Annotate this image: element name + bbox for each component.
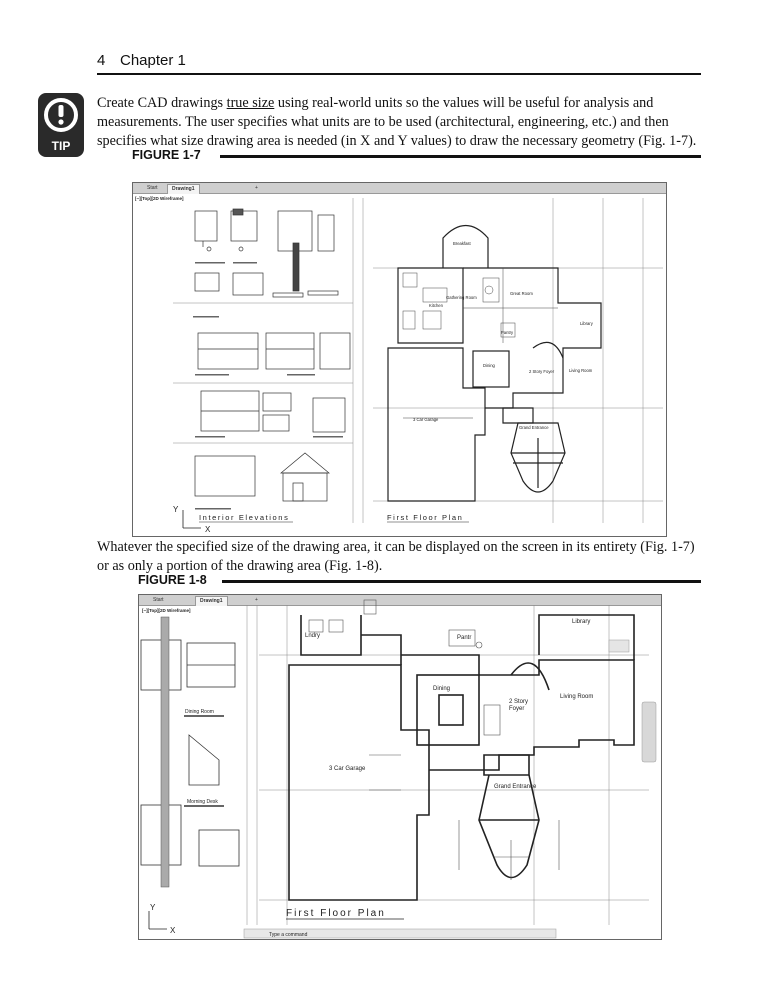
tip-paragraph: Create CAD drawings true size using real… bbox=[97, 95, 697, 149]
tip-icon: TIP bbox=[38, 93, 84, 157]
label-dining-room: Dining Room bbox=[185, 709, 214, 715]
room-laundry: Lndry bbox=[305, 633, 320, 639]
figure-1-7-label: FIGURE 1-7 bbox=[132, 148, 201, 162]
viewcube[interactable] bbox=[608, 639, 630, 653]
room-living: Living Room bbox=[560, 694, 593, 700]
figure-1-7-rule bbox=[220, 155, 701, 158]
viewport-controls[interactable]: [−][Top][2D Wireframe] bbox=[142, 608, 191, 613]
tab-start[interactable]: Start bbox=[153, 597, 164, 603]
axis-y-label: Y bbox=[150, 903, 156, 912]
chapter-title: Chapter 1 bbox=[120, 52, 186, 69]
room-entrance: Grand Entrance bbox=[519, 425, 549, 430]
command-line[interactable] bbox=[243, 928, 557, 939]
axis-x-label: X bbox=[170, 926, 176, 935]
room-dining: Dining bbox=[483, 363, 496, 368]
room-gathering: Gathering Room bbox=[446, 295, 477, 300]
room-foyer-line1: 2 Story bbox=[509, 699, 528, 705]
room-breakfast: Breakfast bbox=[453, 241, 472, 246]
figure-1-8-rule bbox=[222, 580, 701, 583]
room-dining: Dining bbox=[433, 686, 450, 692]
viewport-controls[interactable]: [−][Top][2D Wireframe] bbox=[135, 196, 184, 201]
figure-1-8-label: FIGURE 1-8 bbox=[138, 573, 207, 587]
tab-bar: Start Drawing1 + bbox=[133, 183, 666, 194]
drawing-canvas[interactable]: Dining Room Morning Desk bbox=[139, 595, 661, 939]
room-garage: 3 Car Garage bbox=[329, 766, 366, 772]
tip-underlined-term: true size bbox=[226, 95, 275, 111]
tip-icon-label: TIP bbox=[52, 139, 71, 153]
first-floor-plan bbox=[387, 224, 602, 502]
vertical-scrollbar[interactable] bbox=[160, 616, 170, 888]
zoomed-floor-plan bbox=[288, 614, 635, 901]
room-library: Library bbox=[572, 619, 590, 625]
title-first-floor-plan: First Floor Plan bbox=[387, 513, 463, 522]
room-entrance: Grand Entrance bbox=[494, 784, 537, 790]
room-library: Library bbox=[580, 321, 594, 326]
room-foyer-line2: Foyer bbox=[509, 706, 524, 712]
axis-y-label: Y bbox=[173, 505, 179, 514]
drawing-canvas[interactable]: Breakfast Gathering Room Great Room Kitc… bbox=[133, 183, 666, 536]
interior-elevations bbox=[194, 208, 351, 502]
header-rule bbox=[97, 73, 701, 75]
title-first-floor-plan: First Floor Plan bbox=[286, 908, 386, 919]
title-interior-elevations: Interior Elevations bbox=[199, 513, 289, 522]
room-foyer: 2 Story Foyer bbox=[529, 369, 555, 374]
figure-1-7-screenshot: Start Drawing1 + [−][Top][2D Wireframe] bbox=[132, 182, 667, 537]
room-great-room: Great Room bbox=[510, 291, 533, 296]
new-tab-button[interactable]: + bbox=[255, 597, 258, 603]
label-morning-desk: Morning Desk bbox=[187, 799, 218, 805]
figure-1-8-screenshot: Start Drawing1 + [−][Top][2D Wireframe] … bbox=[138, 594, 662, 940]
tab-drawing1[interactable]: Drawing1 bbox=[195, 596, 228, 606]
ucs-icon bbox=[148, 911, 167, 930]
command-placeholder: Type a command bbox=[269, 932, 308, 938]
ucs-icon bbox=[182, 510, 201, 529]
room-kitchen: Kitchen bbox=[429, 303, 444, 308]
room-garage: 3 Car Garage bbox=[413, 417, 439, 422]
axis-x-label: X bbox=[205, 525, 211, 534]
tab-drawing1[interactable]: Drawing1 bbox=[167, 184, 200, 194]
room-living: Living Room bbox=[569, 368, 593, 373]
page-number: 4 bbox=[97, 52, 106, 69]
room-pantry: Pantry bbox=[501, 330, 514, 335]
room-pantry: Pantr bbox=[457, 635, 471, 641]
new-tab-button[interactable]: + bbox=[255, 185, 258, 191]
tab-start[interactable]: Start bbox=[147, 185, 158, 191]
tab-bar: Start Drawing1 + bbox=[139, 595, 661, 606]
navigation-bar[interactable] bbox=[641, 701, 657, 763]
body-paragraph: Whatever the specified size of the drawi… bbox=[97, 539, 695, 574]
